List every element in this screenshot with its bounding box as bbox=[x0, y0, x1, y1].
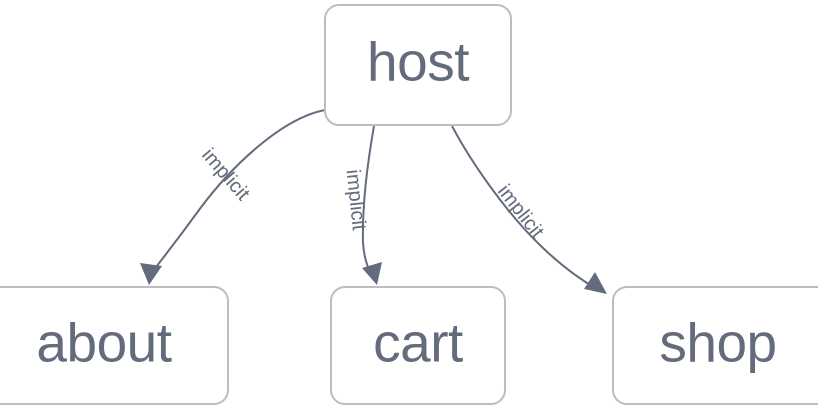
node-shop[interactable]: shop bbox=[612, 286, 818, 405]
node-cart[interactable]: cart bbox=[330, 286, 506, 405]
edge-host-cart-arrowhead-icon bbox=[362, 262, 382, 285]
node-cart-label: cart bbox=[373, 312, 463, 374]
edge-host-about-label: implicit bbox=[197, 144, 254, 205]
edge-host-shop-arrowhead-icon bbox=[584, 272, 607, 294]
node-about-label: about bbox=[36, 312, 171, 374]
node-shop-label: shop bbox=[659, 312, 776, 374]
node-host[interactable]: host bbox=[324, 4, 512, 126]
edge-host-shop-path bbox=[451, 125, 598, 290]
node-about-box bbox=[0, 286, 229, 405]
edge-host-cart[interactable]: implicit bbox=[342, 125, 382, 285]
edge-host-shop-label: implicit bbox=[493, 181, 548, 243]
node-about[interactable]: about bbox=[0, 286, 229, 405]
edge-host-about[interactable]: implicit bbox=[140, 109, 326, 285]
node-shop-box bbox=[612, 286, 818, 405]
edge-host-shop[interactable]: implicit bbox=[451, 125, 607, 294]
edges-layer: implicit implicit implicit bbox=[140, 109, 607, 294]
node-host-box bbox=[324, 4, 512, 126]
nodes-layer: host about cart shop bbox=[0, 4, 818, 405]
node-host-label: host bbox=[367, 31, 469, 93]
edge-host-about-path bbox=[148, 109, 326, 277]
edge-host-about-arrowhead-icon bbox=[140, 263, 162, 285]
node-cart-box bbox=[330, 286, 506, 405]
